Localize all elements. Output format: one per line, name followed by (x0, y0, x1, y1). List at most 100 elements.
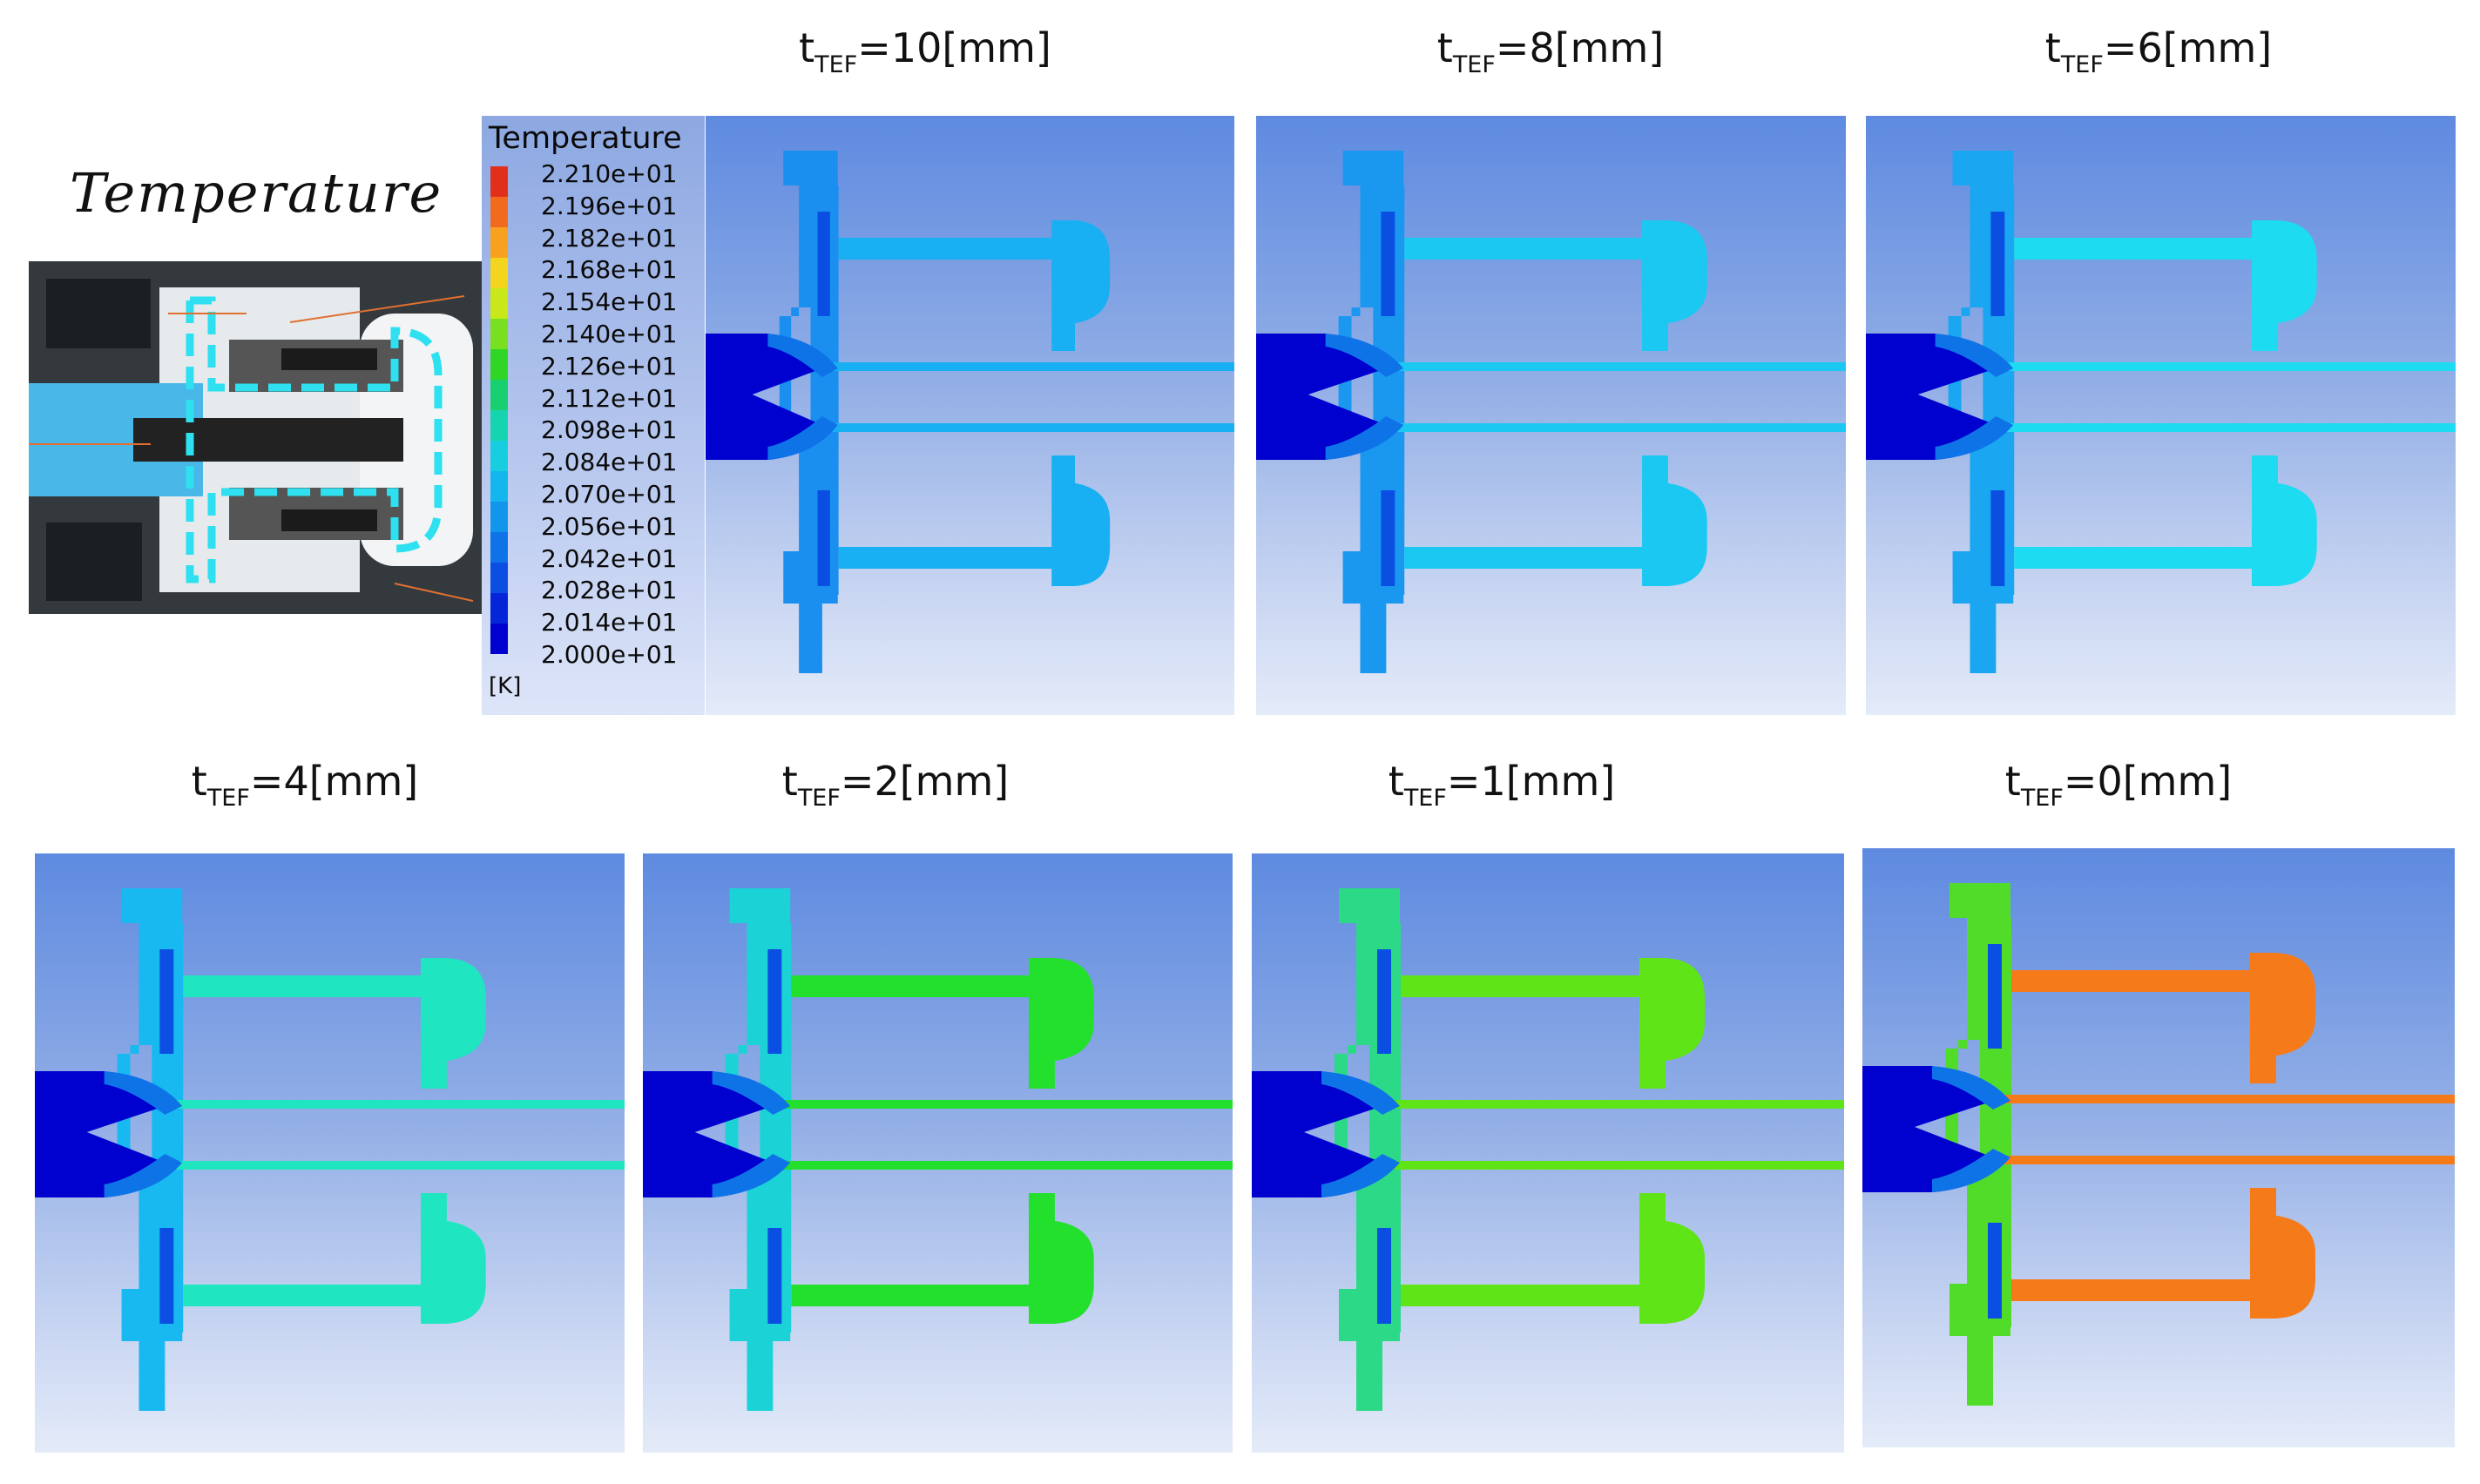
panel-title-value: =2[mm] (840, 758, 1010, 805)
lower-tef-arm (1401, 1219, 1705, 1324)
panel-title: tTEF=0[mm] (2005, 758, 2232, 812)
slot-lower (1988, 1223, 2002, 1319)
lower-tef-arm (183, 1219, 486, 1324)
legend-color-band (490, 258, 508, 289)
legend-tick-label: 2.084e+01 (541, 448, 678, 477)
inlet-gradient-upper (1321, 1071, 1400, 1115)
inlet-gradient-upper (1325, 334, 1404, 377)
upper-end-cap (2250, 953, 2276, 1083)
inlet-gradient-upper (104, 1071, 183, 1115)
legend-tick-label: 2.196e+01 (541, 191, 678, 220)
panel-title: tTEF=2[mm] (782, 758, 1009, 812)
housing-region (1338, 151, 1404, 673)
shaft-rail-upper (165, 1100, 625, 1109)
upper-tef-arm (2011, 953, 2315, 1057)
lower-tef-arm (2014, 482, 2317, 586)
legend-tick-label: 2.112e+01 (541, 383, 678, 413)
temperature-contour-panel (706, 116, 1234, 715)
panel-title-subscript: TEF (206, 785, 250, 812)
legend-tick-label: 2.098e+01 (541, 415, 678, 445)
legend-tick-label: 2.126e+01 (541, 351, 678, 381)
lower-tef-arm (791, 1219, 1094, 1324)
lower-tef-arm (838, 482, 1111, 586)
slot-upper (1988, 944, 2002, 1049)
slot-upper (1990, 212, 2005, 316)
inlet-gradient-upper (712, 1071, 791, 1115)
temperature-contour-panel (35, 853, 625, 1453)
shaft-rail-upper (1382, 1100, 1844, 1109)
upper-end-cap (1051, 220, 1076, 351)
figure-heading: Temperature (70, 161, 443, 225)
inlet-cold-region (643, 1071, 774, 1197)
legend-color-band (490, 380, 508, 411)
legend-color-band (490, 441, 508, 472)
legend-tick-label: 2.056e+01 (541, 511, 678, 541)
legend-tick-label: 2.210e+01 (541, 159, 678, 188)
legend-color-band (490, 349, 508, 381)
panel-title-symbol: t (191, 758, 207, 805)
upper-end-cap (2252, 220, 2278, 351)
panel-title-value: =10[mm] (857, 24, 1051, 71)
legend-color-band (490, 532, 508, 563)
panel-title-symbol: t (1436, 24, 1453, 71)
legend-color-band (490, 502, 508, 533)
legend-tick-label: 2.154e+01 (541, 287, 678, 317)
panel-title-value: =8[mm] (1495, 24, 1665, 71)
panel-title: tTEF=1[mm] (1389, 758, 1615, 812)
inlet-gradient-lower (104, 1154, 183, 1197)
panel-title-subscript: TEF (1403, 785, 1447, 812)
legend-color-band (490, 563, 508, 594)
upper-tef-arm (1401, 958, 1705, 1062)
slot-upper (767, 949, 782, 1054)
lower-end-cap (1029, 1193, 1055, 1324)
upper-end-cap (1642, 220, 1668, 351)
legend-color-band (490, 624, 508, 654)
legend-tick-label: 2.182e+01 (541, 223, 678, 253)
lower-end-cap (1639, 1193, 1666, 1324)
panel-title: tTEF=10[mm] (799, 24, 1051, 78)
lower-end-cap (1642, 455, 1668, 586)
legend-color-band (490, 471, 508, 503)
shaft-rail-upper (1993, 1095, 2455, 1103)
panel-title-value: =1[mm] (1446, 758, 1616, 805)
inlet-gradient-lower (1321, 1154, 1400, 1197)
legend-title: Temperature (489, 121, 682, 156)
inlet-cold-region (1252, 1071, 1382, 1197)
lower-end-cap (2252, 455, 2278, 586)
inlet-gradient-lower (1935, 416, 2014, 460)
upper-end-cap (1029, 958, 1055, 1089)
legend-color-band (490, 227, 508, 259)
panel-title-subscript: TEF (2020, 785, 2064, 812)
shaft-rail-upper (821, 362, 1234, 371)
legend-color-band (490, 593, 508, 624)
temperature-contour-panel (1252, 853, 1844, 1453)
legend-color-band (490, 166, 508, 198)
panel-title-subscript: TEF (814, 51, 858, 78)
upper-tef-arm (838, 220, 1111, 325)
panel-title-symbol: t (1388, 758, 1404, 805)
slot-lower (817, 490, 830, 586)
inlet-gradient-lower (1932, 1149, 2010, 1192)
temperature-contour-panel (1862, 848, 2455, 1447)
legend-color-bar (490, 166, 508, 654)
inlet-gradient-lower (767, 416, 838, 460)
shaft-rail-lower (821, 423, 1234, 432)
slot-upper (817, 212, 830, 316)
shaft-rail-lower (1386, 423, 1846, 432)
panel-title: tTEF=6[mm] (2045, 24, 2272, 78)
panel-title-symbol: t (781, 758, 798, 805)
inlet-cold-region (706, 334, 822, 460)
inlet-gradient-upper (767, 334, 838, 377)
slot-upper (1381, 212, 1395, 316)
upper-end-cap (421, 958, 447, 1089)
legend-tick-label: 2.168e+01 (541, 255, 678, 285)
shaft-rail-upper (1996, 362, 2456, 371)
panel-title: tTEF=8[mm] (1437, 24, 1664, 78)
shaft-rail-upper (773, 1100, 1233, 1109)
legend-color-band (490, 197, 508, 228)
inlet-cold-region (35, 1071, 166, 1197)
panel-title-subscript: TEF (2060, 51, 2104, 78)
lower-end-cap (1051, 455, 1076, 586)
panel-title-symbol: t (799, 24, 815, 71)
